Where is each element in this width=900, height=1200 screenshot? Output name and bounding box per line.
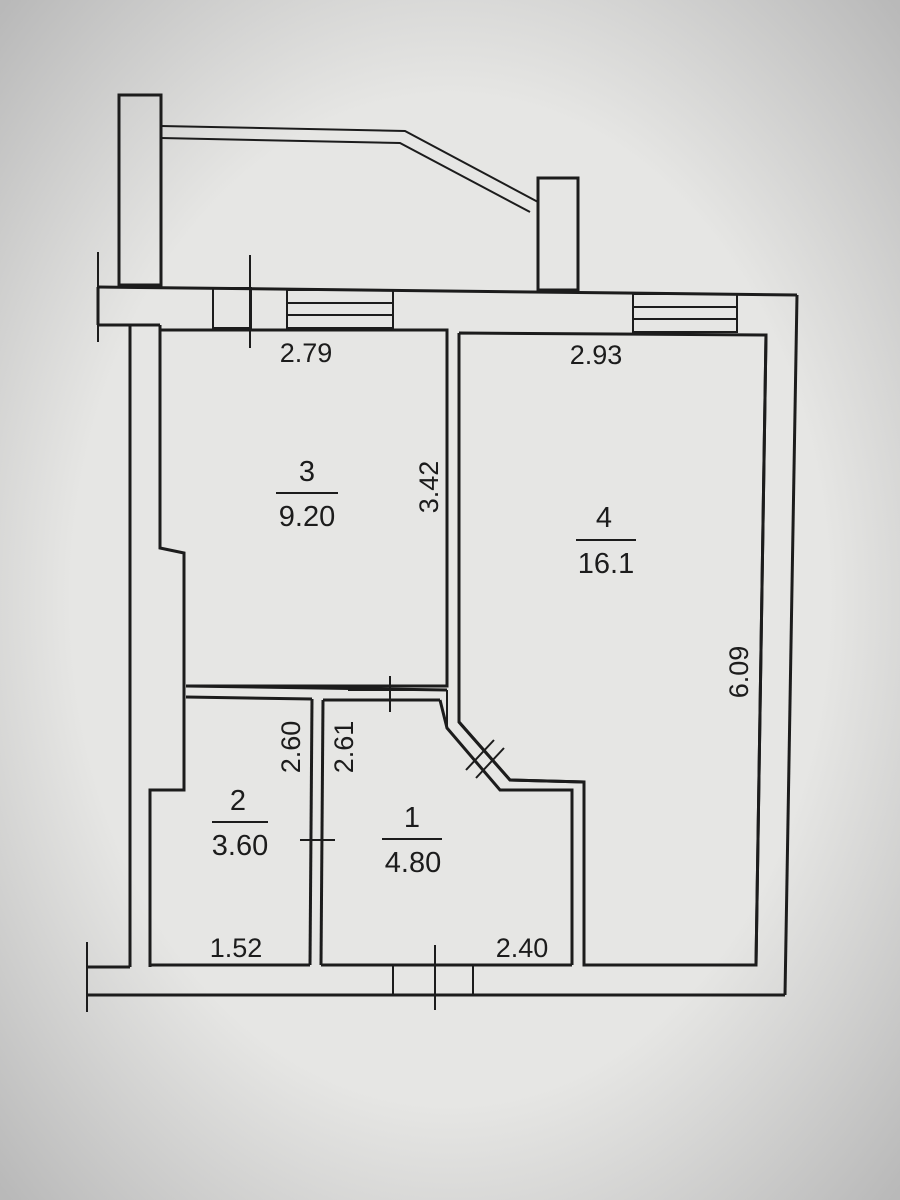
door-room4-tick-2 — [475, 747, 505, 779]
room-1-number: 1 — [404, 802, 420, 834]
balcony-parapet-outer — [160, 125, 539, 203]
room-3-number: 3 — [299, 456, 315, 488]
exterior-walls — [86, 252, 799, 1012]
room-2-area: 3.60 — [212, 830, 268, 862]
left-wall-inner — [148, 325, 186, 967]
dim-room4-height: 6.09 — [724, 646, 754, 699]
door-room4-tick — [465, 739, 495, 771]
window-room4 — [632, 293, 738, 333]
room-3-area: 9.20 — [279, 501, 335, 533]
dim-room3-width: 2.79 — [280, 338, 333, 368]
room-1-area: 4.80 — [385, 847, 441, 879]
balcony-left-pier — [117, 93, 163, 287]
dim-room1-width: 2.40 — [496, 933, 549, 963]
balcony-right-pier — [536, 176, 580, 292]
dim-room2-width: 1.52 — [210, 933, 263, 963]
interior-partitions — [150, 676, 585, 967]
dim-room3-height: 3.42 — [414, 461, 444, 514]
window-room3 — [286, 289, 394, 329]
room-1-diagonal-wall-outer — [457, 721, 585, 784]
partition-vertical-right — [319, 699, 325, 966]
dim-room4-width: 2.93 — [570, 340, 623, 370]
right-wall-outer — [783, 294, 799, 996]
partition-vertical-left — [308, 698, 314, 966]
room-1-diagonal-wall — [438, 699, 574, 965]
room-3-outline — [160, 328, 449, 688]
balcony — [117, 93, 580, 292]
room-3 — [160, 328, 449, 688]
room-labels: 3 9.20 4 16.1 2 3.60 1 4.80 — [212, 456, 636, 879]
room-2-number: 2 — [230, 785, 246, 817]
room-4-area: 16.1 — [578, 548, 634, 580]
partition-horizontal-bottom — [185, 695, 313, 701]
dimension-labels: 2.79 2.93 3.42 6.09 2.60 2.61 1.52 2.40 — [210, 338, 754, 963]
room-4-number: 4 — [596, 502, 612, 534]
dim-room2-height: 2.60 — [276, 721, 306, 774]
balcony-parapet-inner — [160, 137, 531, 213]
dim-room1-height: 2.61 — [329, 721, 359, 774]
